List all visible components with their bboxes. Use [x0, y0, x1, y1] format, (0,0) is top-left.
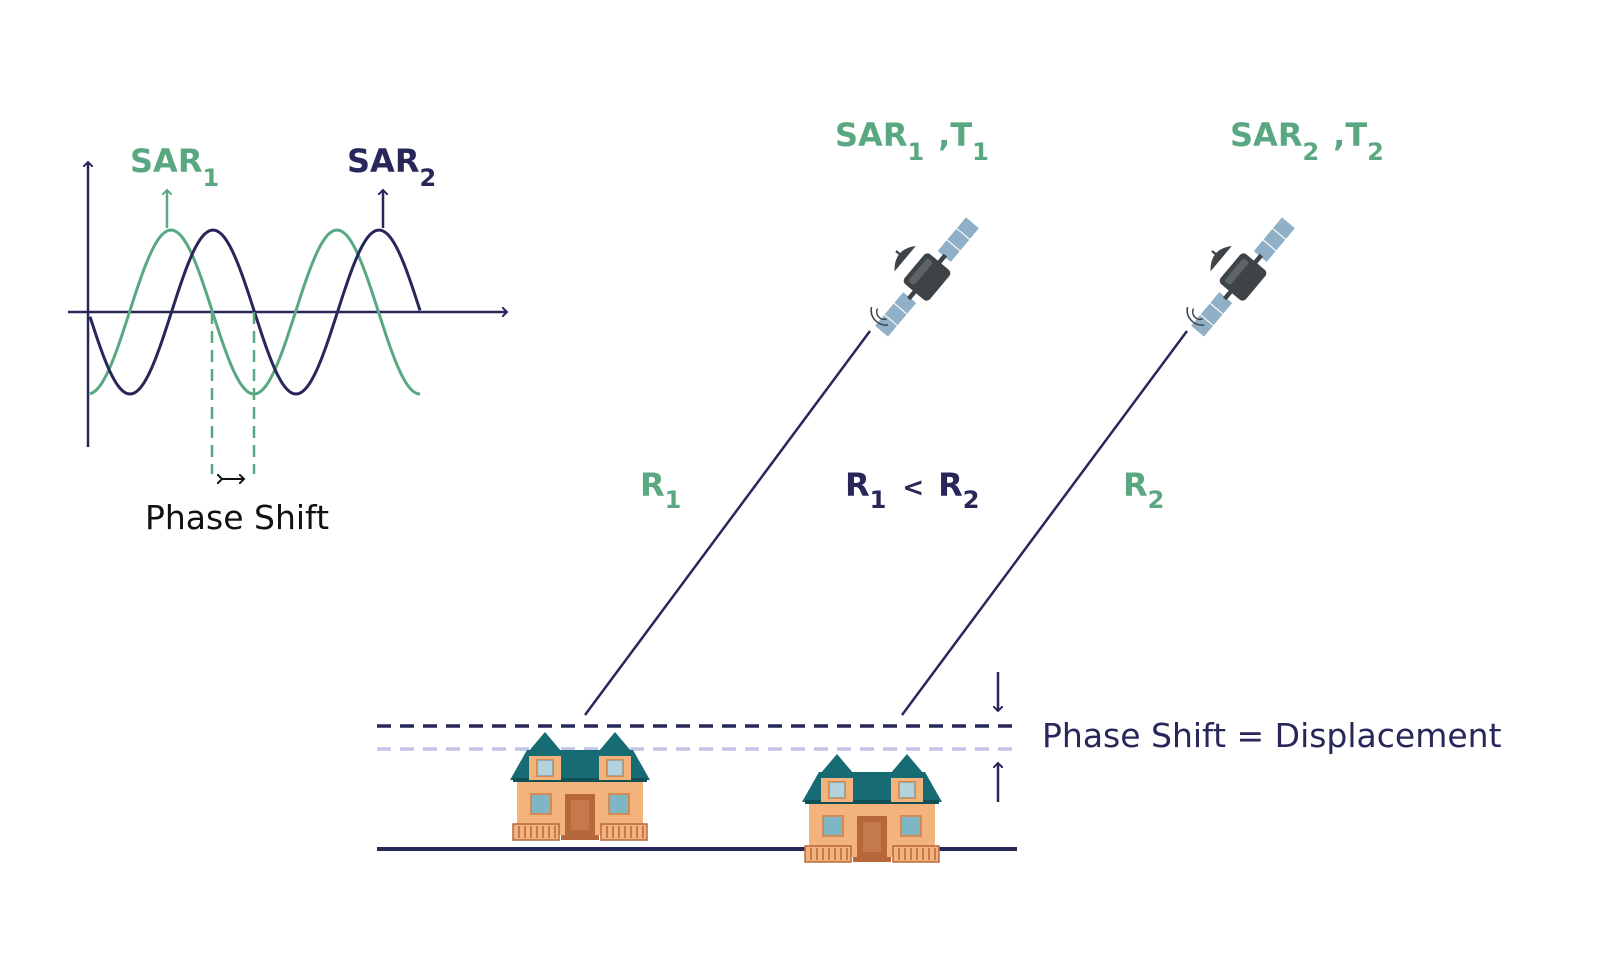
satellite-1-icon — [852, 202, 987, 344]
satellite-2-group: SAR2,T2 — [900, 116, 1384, 716]
satellite-2-icon — [1168, 202, 1303, 344]
sar2-wave-label: SAR2 — [347, 142, 436, 192]
range-line-1 — [583, 330, 872, 716]
house-1-icon — [509, 731, 651, 841]
sar1-wave-label: SAR1 — [130, 142, 219, 192]
satellite-2-label: SAR2,T2 — [1230, 116, 1384, 166]
range-label-r1: R1 — [640, 466, 681, 514]
phase-shift-label: Phase Shift — [145, 498, 329, 537]
satellite-1-group: SAR1,T1 — [583, 116, 989, 716]
range-line-2 — [900, 330, 1189, 716]
displacement-label: Phase Shift = Displacement — [1042, 716, 1502, 755]
wave-panel: SAR1 SAR2 Phase Shift — [68, 142, 507, 537]
satellite-1-label: SAR1,T1 — [835, 116, 989, 166]
range-comparison: R1<R2 — [845, 466, 979, 514]
range-label-r2: R2 — [1123, 466, 1164, 514]
house-2-icon — [801, 753, 943, 863]
ground-scene: Phase Shift = Displacement — [377, 672, 1502, 863]
